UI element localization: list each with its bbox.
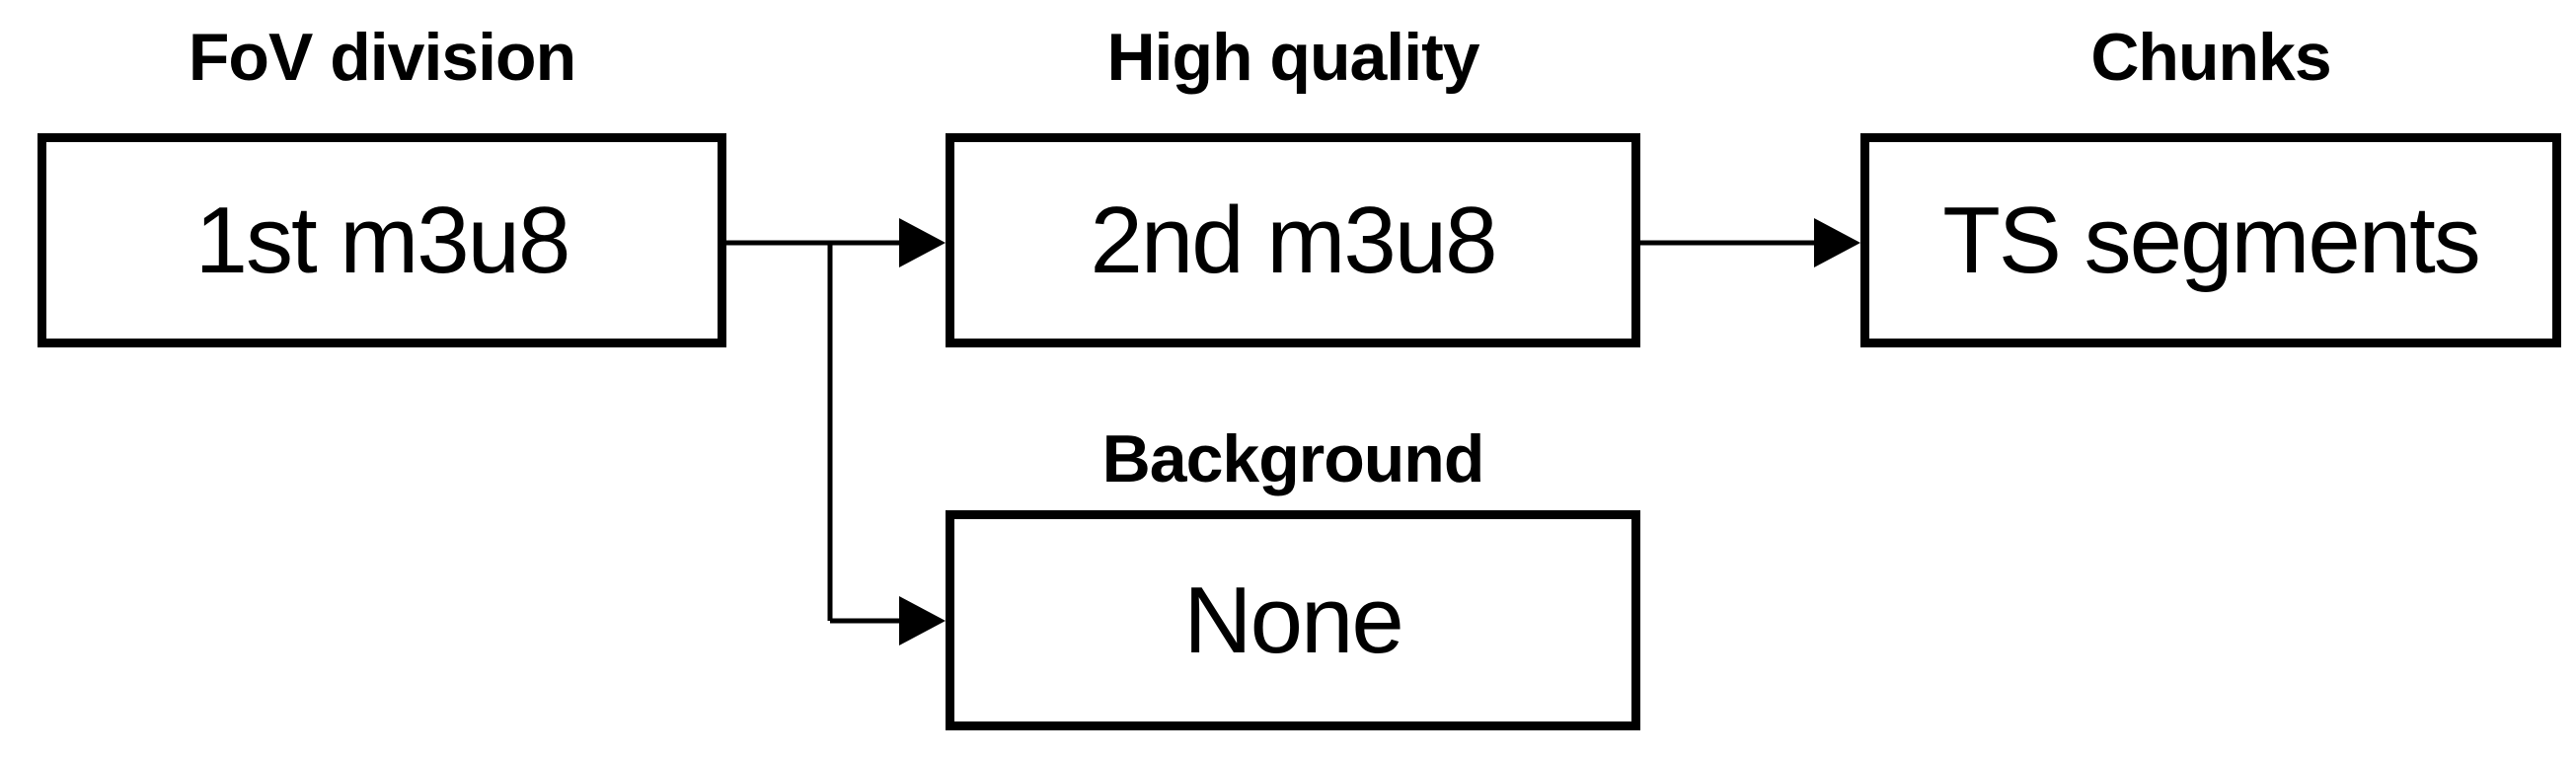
node-label-background: Background <box>1101 421 1485 496</box>
node-text-chunks: TS segments <box>1942 187 2481 293</box>
node-box-high-quality: 2nd m3u8 <box>946 133 1640 347</box>
node-label-chunks: Chunks <box>2090 20 2331 95</box>
node-label-fov-division: FoV division <box>188 20 576 95</box>
node-text-background: None <box>1183 567 1403 673</box>
arrowhead-icon <box>899 596 946 645</box>
node-box-fov-division: 1st m3u8 <box>38 133 726 347</box>
node-label-high-quality: High quality <box>1106 20 1479 95</box>
arrowhead-icon <box>1814 218 1860 267</box>
node-box-chunks: TS segments <box>1860 133 2561 347</box>
node-text-high-quality: 2nd m3u8 <box>1090 187 1498 293</box>
node-box-background: None <box>946 510 1640 730</box>
node-text-fov-division: 1st m3u8 <box>194 187 571 293</box>
arrowhead-icon <box>899 218 946 267</box>
